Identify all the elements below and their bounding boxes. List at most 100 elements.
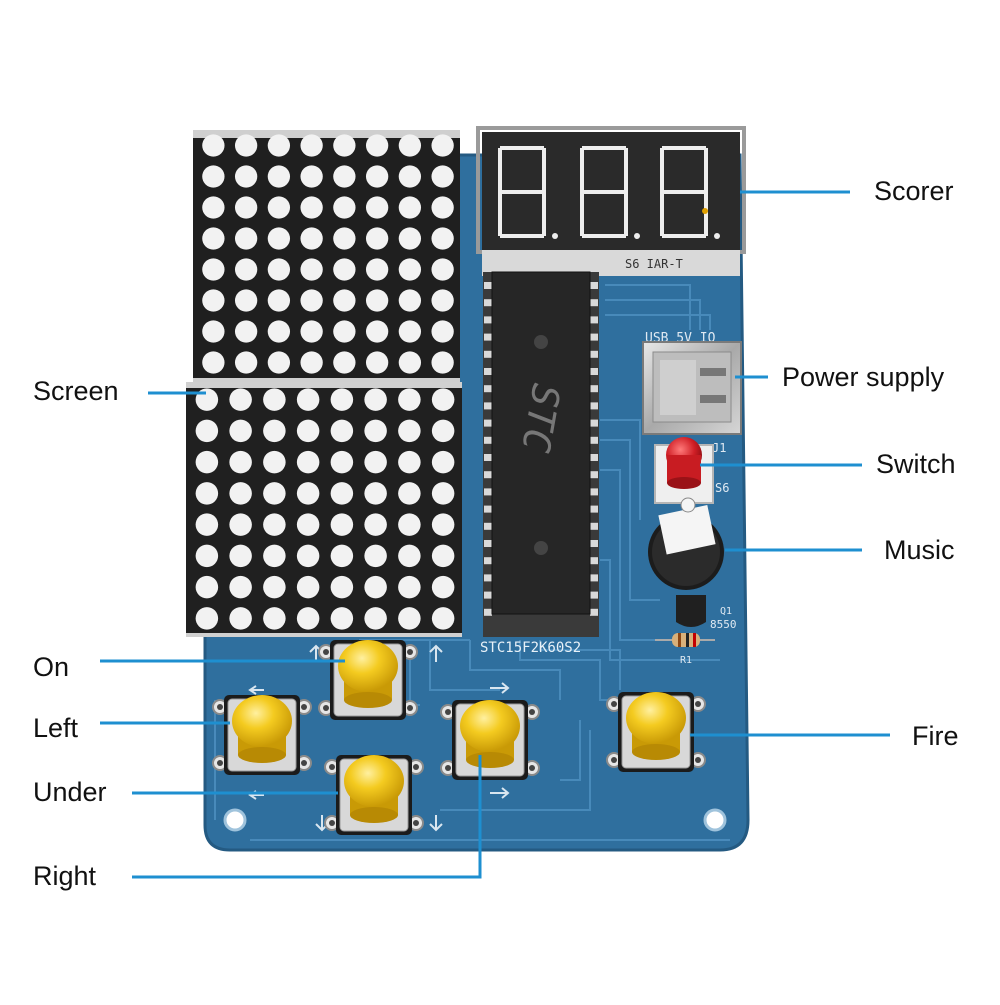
led-dot [263,419,286,443]
led-dot [431,289,454,312]
led-dot [431,607,455,630]
led-dot [267,227,291,250]
led-dot [431,513,455,536]
chip-pin [484,522,492,530]
led-dot [333,165,356,188]
led-dot [195,607,219,630]
led-dot [431,227,454,250]
solder-hole [329,820,335,826]
seven-seg-digit [498,146,546,238]
chip-pin [484,608,492,616]
screen-led-matrix [186,130,462,637]
left-button[interactable] [212,695,312,775]
direction-arrows [248,644,510,832]
led-dot [365,289,389,312]
chip-part-silkscreen: STC15F2K60S2 [480,640,581,656]
led-dot [431,134,454,157]
led-dot [195,419,219,443]
button-cap [232,695,292,747]
led-dot [296,482,320,505]
led-dot [263,513,286,536]
led-dot [202,227,225,250]
on-button[interactable] [318,640,418,720]
chip-pin [484,574,492,582]
led-dot [234,289,258,312]
led-dot [202,196,225,219]
led-dot [431,165,454,188]
svg-text:S6: S6 [715,481,729,495]
led-dot [267,196,291,219]
led-dot [398,320,422,343]
led-dot [398,258,422,281]
chip-pin [484,436,492,444]
led-dot [202,258,225,281]
led-dot [365,258,389,281]
solder-hole [611,701,617,707]
solder-hole [217,704,223,710]
solder-hole [413,764,419,770]
led-dot [398,165,422,188]
led-dot [229,482,252,505]
chip-pin [590,402,598,410]
led-dot [398,351,422,374]
led-dot [300,258,323,281]
led-dot [398,419,421,443]
solder-hole [529,709,535,715]
led-dot [431,544,455,568]
led-dot [234,227,258,250]
chip-pin [590,471,598,479]
right-button[interactable] [440,700,540,780]
led-dot [202,134,225,157]
led-dot [330,482,354,505]
led-dot [296,388,320,411]
led-dot [202,351,225,374]
chip-pin [590,282,598,289]
led-dot [267,320,291,343]
chip-pin [484,557,492,565]
chip-pin [590,368,598,375]
label-scorer: Scorer [874,176,954,206]
led-dot [229,450,252,474]
chip-pin [484,333,492,341]
led-dot [398,196,422,219]
led-dot [296,513,320,536]
led-dot [333,134,356,157]
led-dot [267,165,291,188]
cap-bottom [466,752,514,768]
solder-hole [445,709,451,715]
cap-bottom [344,692,392,708]
under-button[interactable] [324,755,424,835]
led-dot [300,134,323,157]
led-dot [330,419,354,443]
led-dot [365,196,389,219]
led-dot [263,450,286,474]
led-dot [234,196,258,219]
chip-pin [590,608,598,616]
svg-text:Q1: Q1 [720,606,732,617]
chip-pin [590,574,598,582]
seven-seg-dot [552,233,558,239]
led-dot [398,513,421,536]
led-dot [195,513,219,536]
fire-button[interactable] [606,692,706,772]
led-dot [398,482,421,505]
led-dot [296,419,320,443]
led-dot [398,450,421,474]
label-right: Right [33,861,97,891]
label-music: Music [884,535,955,565]
seven-seg-digit [660,146,708,238]
label-fire: Fire [912,721,959,751]
led-dot [364,575,387,599]
solder-hole [301,760,307,766]
led-dot [364,513,387,536]
button-cap [626,692,686,744]
led-dot [431,450,455,474]
led-dot [431,575,455,599]
chip-pin [590,505,598,513]
led-dot [431,320,454,343]
led-dot [398,227,422,250]
led-dot [300,227,323,250]
solder-hole [611,757,617,763]
led-dot [234,351,258,374]
